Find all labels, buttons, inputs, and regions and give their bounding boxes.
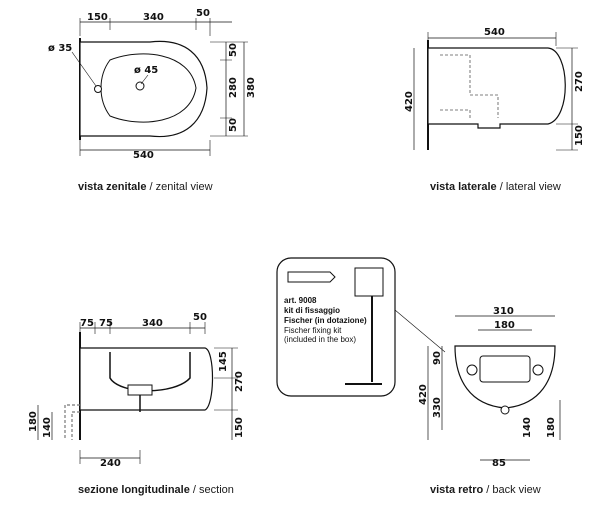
zenital-dim-50b: 50 [228,118,239,132]
kit-title-fischer: Fischer (in dotazione) [284,316,367,325]
section-dim-340: 340 [142,318,163,329]
zenital-hole-35 [94,85,102,93]
kit-article: art. 9008 [284,296,317,305]
section-dim-150: 150 [234,417,245,438]
section-dim-50: 50 [193,312,207,323]
back-dim-90: 90 [432,351,443,365]
zenital-dim-380: 380 [246,77,257,98]
caption-zenital: vista zenitale / zenital view [78,181,213,193]
back-dim-180r: 180 [546,417,557,438]
section-dim-240: 240 [100,458,121,469]
back-dim-330: 330 [432,397,443,418]
back-dim-310: 310 [493,306,514,317]
fixing-kit-callout: art. 9008 kit di fissaggio Fischer (in d… [276,257,446,397]
zenital-dim-50: 50 [196,8,210,19]
zenital-bowl-outline [79,40,208,138]
lateral-dim-270: 270 [574,71,585,92]
back-dim-140: 140 [522,417,533,438]
section-dim-140: 140 [42,417,53,438]
kit-title-it: kit di fissaggio [284,306,340,315]
zenital-dim-50a: 50 [228,43,239,57]
zenital-dim-340: 340 [143,12,164,23]
back-fixing-left [466,364,478,376]
zenital-dim-280: 280 [228,77,239,98]
back-fixing-right [532,364,544,376]
zenital-dim-hole-45: ø 45 [134,65,158,76]
zenital-basin [100,53,197,123]
lateral-dim-420: 420 [404,91,415,112]
back-dim-180: 180 [494,320,515,331]
caption-section: sezione longitudinale / section [78,484,234,496]
section-outline [79,347,214,411]
zenital-view: 150 340 50 ø 35 ø 45 50 280 380 50 540 [48,8,257,161]
kit-included-note: (included in the box) [284,335,356,344]
section-dim-75b: 75 [99,318,113,329]
section-dim-145: 145 [218,351,229,372]
caption-back: vista retro / back view [430,484,541,496]
back-drain [500,405,510,415]
zenital-hole-45 [135,81,145,91]
zenital-dim-150: 150 [87,12,108,23]
section-dim-270: 270 [234,371,245,392]
back-view: 310 180 420 330 90 140 180 85 [418,306,561,469]
kit-title-en: Fischer fixing kit [284,326,342,335]
lateral-dim-150: 150 [574,125,585,146]
zenital-dim-hole-35: ø 35 [48,43,72,54]
section-dim-75a: 75 [80,318,94,329]
caption-lateral: vista laterale / lateral view [430,181,561,193]
lateral-view: 540 420 270 150 [404,27,585,151]
back-dim-85: 85 [492,458,506,469]
lateral-outline [427,47,566,129]
section-view: 75 75 340 50 145 270 150 180 140 240 [28,312,245,469]
lateral-dim-540: 540 [484,27,505,38]
section-dim-180: 180 [28,411,39,432]
back-dim-420: 420 [418,384,429,405]
zenital-dim-540: 540 [133,150,154,161]
